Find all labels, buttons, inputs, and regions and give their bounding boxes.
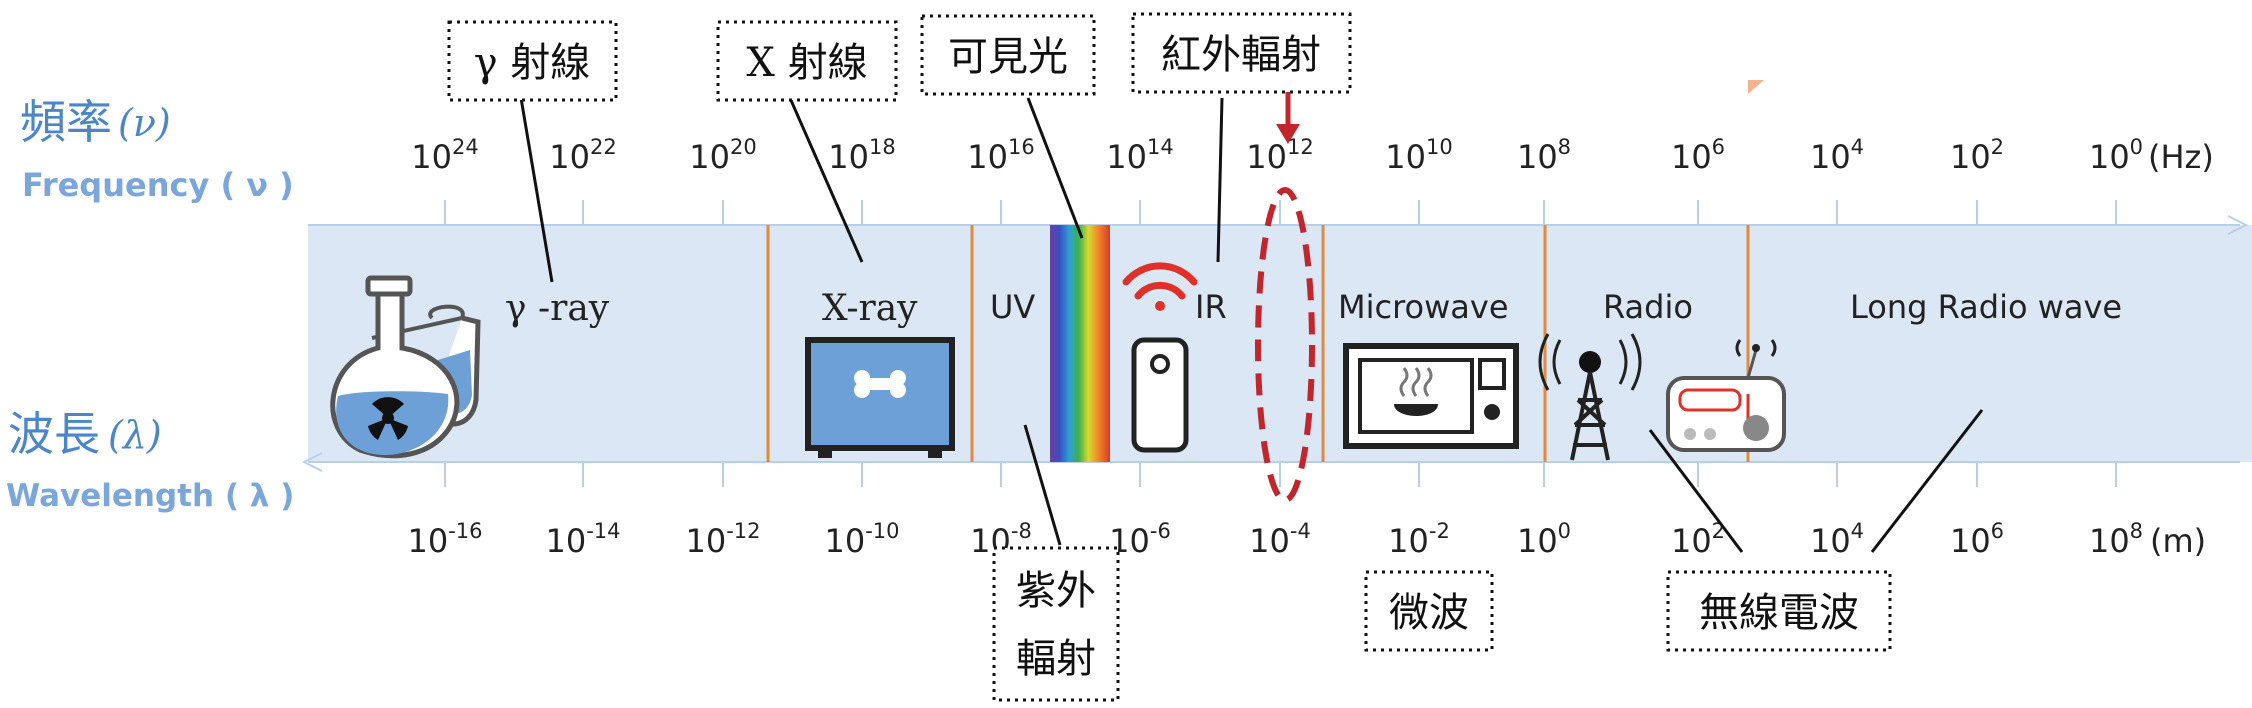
- callout-radio: 無線電波: [1666, 570, 1892, 652]
- frequency-tick-label: 1020: [689, 135, 756, 176]
- callout-line-visible: [1026, 97, 1084, 239]
- callout-line-xray: [788, 97, 864, 263]
- remote-control-icon: [1131, 337, 1189, 453]
- wifi-icon: [1122, 262, 1198, 311]
- wavelength-axis-arrow: [301, 452, 323, 472]
- radio-tower-icon: [1538, 333, 1642, 461]
- callout-gamma: γ 射線: [447, 20, 618, 102]
- xray-monitor-icon: [805, 337, 955, 458]
- wavelength-tick-label: 10-4: [1249, 519, 1311, 560]
- callout-line-radio-1: [1648, 429, 1744, 553]
- radio-receiver-icon: [1666, 339, 1786, 452]
- wavelength-tick-label: 10-14: [545, 519, 620, 560]
- callout-microwave: 微波: [1364, 570, 1494, 652]
- frequency-label-en: Frequency ( ν ): [22, 166, 294, 204]
- callout-line-radio-2: [1870, 409, 1984, 553]
- frequency-tick-label: 108: [1517, 135, 1571, 176]
- callout-xray: X 射線: [716, 20, 898, 102]
- band-label-long-radio: Long Radio wave: [1850, 288, 2122, 326]
- radioactive-flask-icon: [330, 275, 481, 459]
- wavelength-tick-label: 10-16: [407, 519, 482, 560]
- wavelength-unit: (m): [2150, 522, 2206, 560]
- frequency-tick-label: 1022: [549, 135, 616, 176]
- band-label-xray: X-ray: [822, 288, 918, 329]
- svg-text:γ 射線: γ 射線: [474, 40, 591, 86]
- callout-lines: [518, 91, 1984, 553]
- infrared-arrow-head: [1276, 124, 1300, 144]
- frequency-tick-labels: 1024 1022 1020 1018 1016 1014 1012 1010 108 106 10…: [411, 135, 2143, 176]
- frequency-tick-label: 1010: [1385, 135, 1452, 176]
- wavelength-label-en: Wavelength ( λ ): [6, 478, 294, 514]
- frequency-unit: (Hz): [2148, 138, 2214, 176]
- frequency-tick-label: 104: [1810, 135, 1864, 176]
- svg-text:X 射線: X 射線: [746, 40, 867, 86]
- callout-line-gamma: [518, 91, 554, 283]
- frequency-tick-label: 102: [1950, 135, 2004, 176]
- svg-text:紫外: 紫外: [1016, 568, 1096, 614]
- svg-text:無線電波: 無線電波: [1699, 590, 1859, 636]
- band-label-gamma: γ -ray: [505, 288, 610, 329]
- wavelength-tick-label: 10-12: [685, 519, 760, 560]
- wavelength-tick-label: 106: [1950, 519, 2004, 560]
- frequency-tick-marks: [444, 200, 2117, 225]
- frequency-tick-label: 100: [2089, 135, 2143, 176]
- band-label-uv: UV: [990, 288, 1035, 326]
- svg-text:微波: 微波: [1389, 590, 1469, 636]
- microwave-oven-icon: [1343, 343, 1519, 449]
- decor-triangle-2: [1748, 80, 1764, 94]
- svg-text:紅外輻射: 紅外輻射: [1161, 32, 1321, 78]
- frequency-tick-label: 1018: [828, 135, 895, 176]
- callout-infrared: 紅外輻射: [1131, 12, 1352, 94]
- svg-text:可見光: 可見光: [948, 34, 1068, 80]
- frequency-tick-label: 106: [1671, 135, 1725, 176]
- wavelength-label-cn: 波長: [8, 407, 100, 461]
- frequency-label-cn: 頻率: [20, 95, 112, 149]
- wavelength-tick-label: 108: [2089, 519, 2143, 560]
- frequency-tick-label: 1016: [967, 135, 1034, 176]
- wavelength-tick-label: 102: [1671, 519, 1725, 560]
- band-label-microwave: Microwave: [1338, 288, 1509, 326]
- callout-visible: 可見光: [920, 14, 1096, 96]
- terahertz-highlight-ellipse: [1255, 187, 1315, 503]
- band-label-radio: Radio: [1603, 288, 1693, 326]
- frequency-tick-label: 1014: [1106, 135, 1173, 176]
- wavelength-tick-label: 104: [1810, 519, 1864, 560]
- wavelength-tick-label: 100: [1517, 519, 1571, 560]
- frequency-tick-label: 1024: [411, 135, 478, 176]
- wavelength-symbol: (λ): [108, 413, 162, 457]
- frequency-axis-arrow: [2227, 215, 2249, 235]
- frequency-tick-label: 1012: [1246, 135, 1313, 176]
- frequency-symbol: (ν): [118, 101, 171, 145]
- band-label-ir: IR: [1195, 288, 1227, 326]
- callout-line-infrared: [1216, 97, 1224, 263]
- callout-uv: 紫外 輻射: [992, 546, 1120, 702]
- wavelength-tick-label: 10-2: [1388, 519, 1450, 560]
- callout-line-uv: [1023, 424, 1062, 546]
- wavelength-tick-marks: [444, 462, 2117, 487]
- svg-text:輻射: 輻射: [1016, 636, 1096, 682]
- spectrum-band: [308, 225, 2252, 462]
- wavelength-tick-label: 10-10: [824, 519, 899, 560]
- visible-spectrum-bar: [1050, 225, 1110, 462]
